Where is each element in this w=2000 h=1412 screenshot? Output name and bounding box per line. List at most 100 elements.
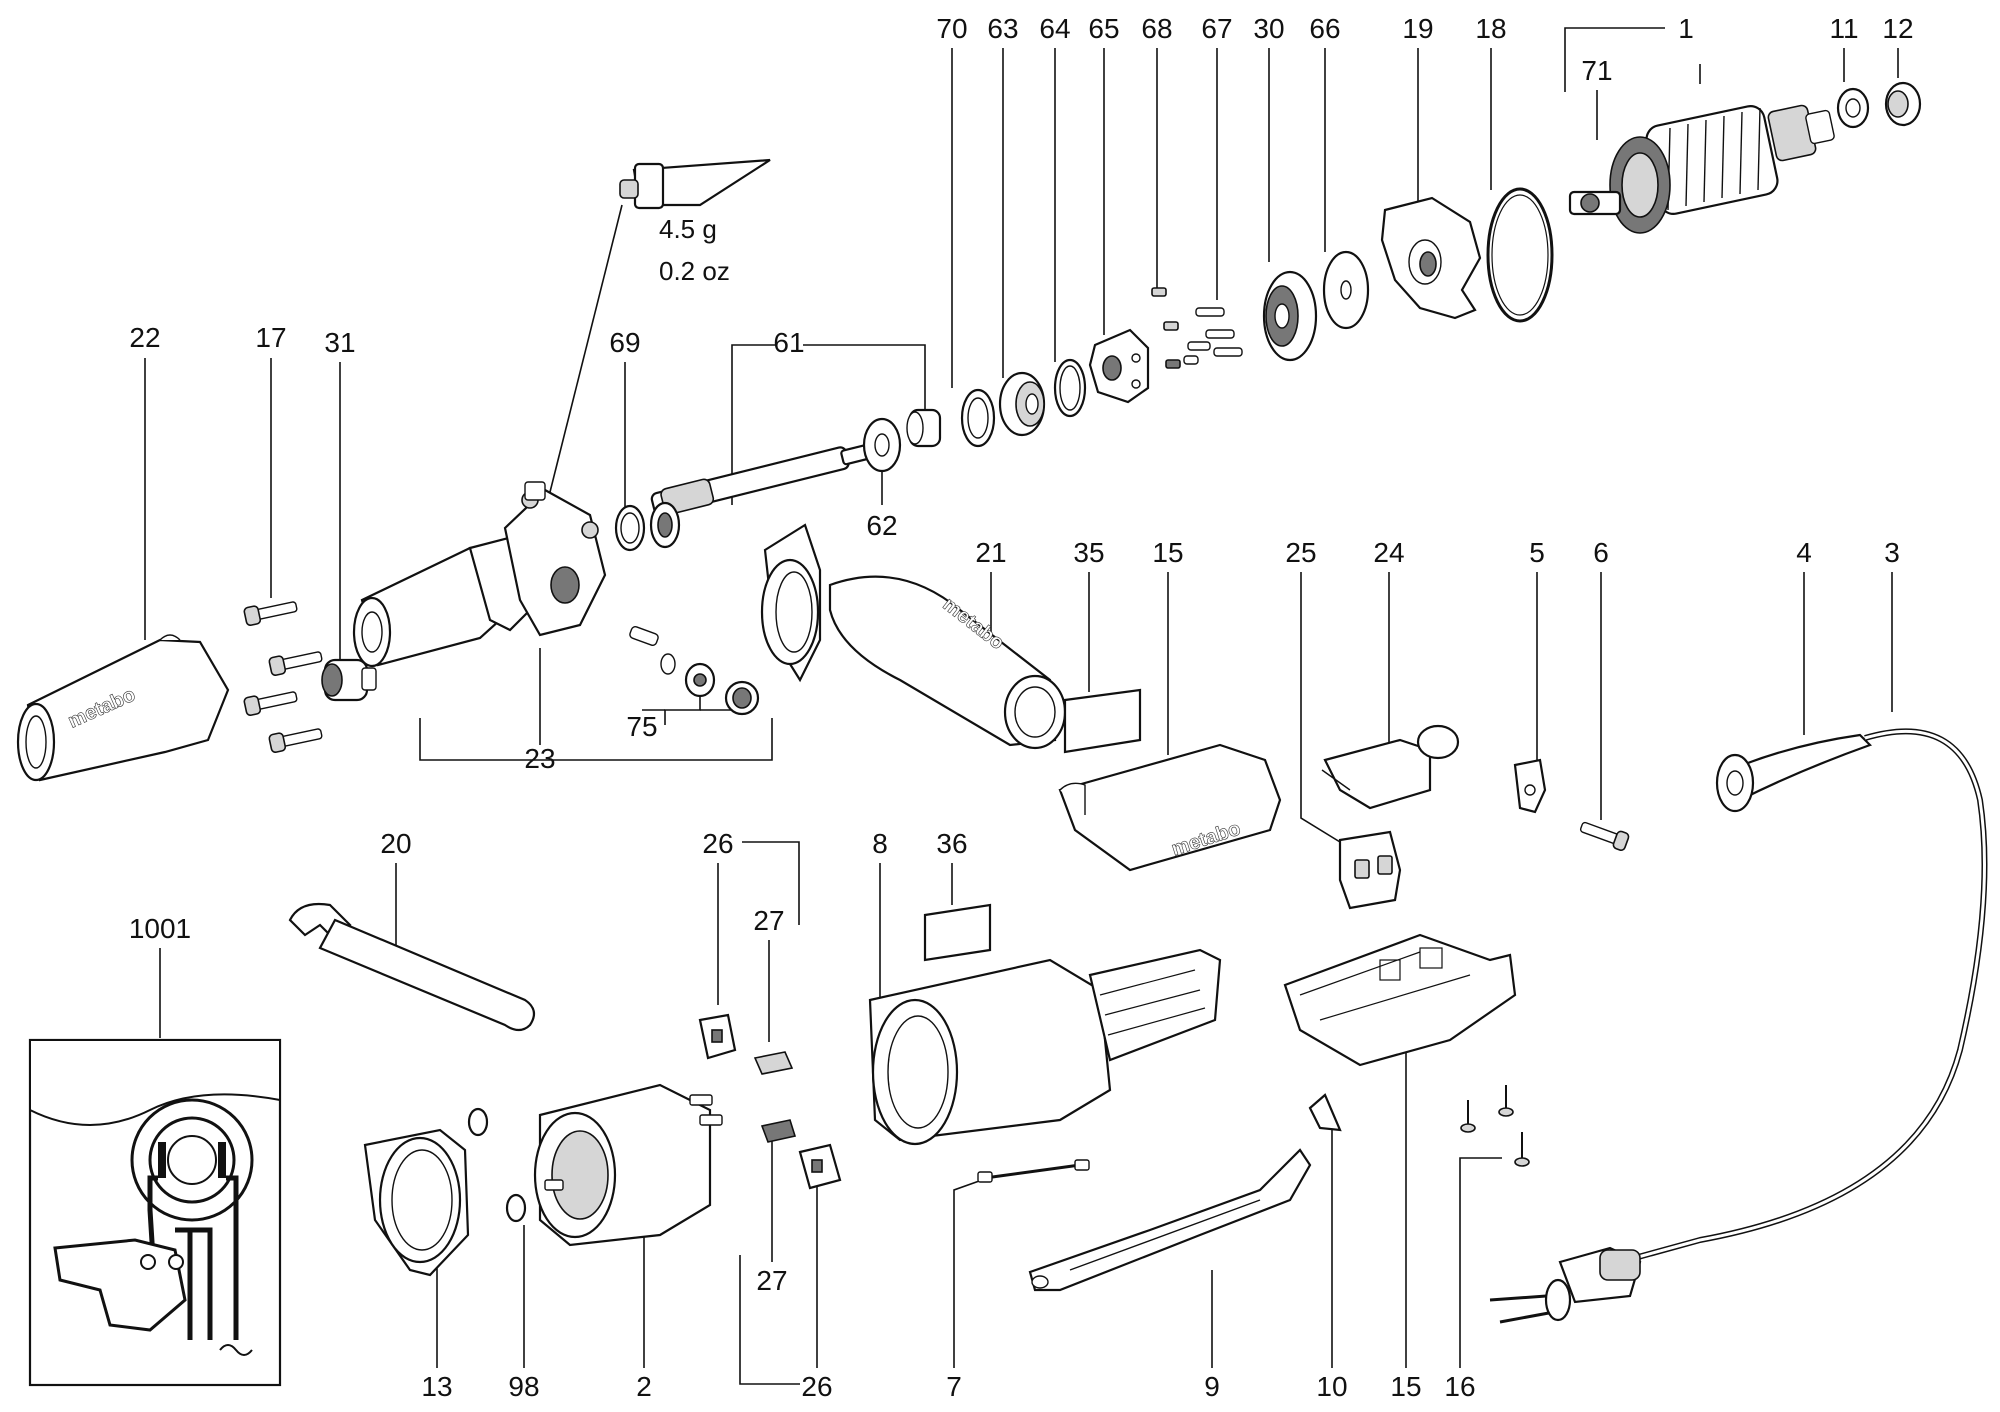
label-part-64: 64 bbox=[1039, 13, 1070, 44]
cap-12 bbox=[1884, 81, 1922, 127]
label-part-63: 63 bbox=[987, 13, 1018, 44]
label-part-6: 6 bbox=[1593, 537, 1609, 568]
suppressor-25 bbox=[1338, 830, 1402, 910]
label-part-19: 19 bbox=[1402, 13, 1433, 44]
power-cable-3 bbox=[1489, 728, 1988, 1324]
label-part-66: 66 bbox=[1309, 13, 1340, 44]
collet-nut-31 bbox=[321, 658, 377, 702]
label-part-71: 71 bbox=[1581, 55, 1612, 86]
handle-shell-15-bottom bbox=[1283, 933, 1517, 1067]
washer-66 bbox=[1322, 250, 1370, 330]
o-ring-18 bbox=[1486, 187, 1554, 323]
label-part-36: 36 bbox=[936, 828, 967, 859]
spindle-61 bbox=[649, 408, 942, 549]
label-sticker-35 bbox=[1063, 688, 1142, 754]
side-handle-21: metabo bbox=[760, 523, 1067, 750]
label-part-61: 61 bbox=[773, 327, 804, 358]
label-part-11: 11 bbox=[1829, 13, 1858, 44]
sleeve-61 bbox=[906, 408, 942, 448]
clamp-5 bbox=[1513, 758, 1547, 814]
label-sticker-36 bbox=[923, 903, 992, 962]
switch-24 bbox=[1321, 724, 1460, 810]
label-part-8: 8 bbox=[872, 828, 888, 859]
screws-17 bbox=[243, 601, 323, 754]
fan-guide-13 bbox=[363, 1128, 470, 1277]
pins-67 bbox=[1183, 307, 1243, 365]
label-part-2: 2 bbox=[636, 1371, 652, 1402]
label-part-4: 4 bbox=[1796, 537, 1812, 568]
label-part-26-bottom: 26 bbox=[801, 1371, 832, 1402]
clip-10 bbox=[1308, 1093, 1342, 1132]
pins-68 bbox=[1151, 287, 1181, 369]
label-part-5: 5 bbox=[1529, 537, 1545, 568]
grease-tube-880 bbox=[619, 158, 771, 210]
label-part-62: 62 bbox=[866, 510, 897, 541]
label-part-27-bottom: 27 bbox=[756, 1265, 787, 1296]
label-part-75: 75 bbox=[626, 711, 657, 742]
label-part-22: 22 bbox=[129, 322, 160, 353]
label-part-13: 13 bbox=[421, 1371, 452, 1402]
grease-weight-metric: 4.5 g bbox=[659, 214, 717, 244]
cable-sleeve-4 bbox=[1715, 733, 1873, 813]
label-part-15-bottom: 15 bbox=[1390, 1371, 1421, 1402]
label-part-20: 20 bbox=[380, 828, 411, 859]
label-part-26-top: 26 bbox=[702, 828, 733, 859]
washer-62 bbox=[862, 417, 902, 473]
label-part-9: 9 bbox=[1204, 1371, 1220, 1402]
leader-lines bbox=[144, 27, 1899, 1385]
label-part-7: 7 bbox=[946, 1371, 962, 1402]
connector-wire-7 bbox=[977, 1159, 1090, 1183]
nose-cap-22: metabo bbox=[16, 634, 230, 782]
label-part-24: 24 bbox=[1373, 537, 1404, 568]
bearing-housing-65 bbox=[1088, 328, 1150, 404]
label-part-27-top: 27 bbox=[753, 905, 784, 936]
wrench-20 bbox=[288, 902, 536, 1032]
label-part-68: 68 bbox=[1141, 13, 1172, 44]
label-part-18: 18 bbox=[1475, 13, 1506, 44]
part-labels: 70 63 64 65 68 67 30 66 19 18 1 11 12 71… bbox=[129, 13, 1914, 1402]
label-part-17: 17 bbox=[255, 322, 286, 353]
gear-housing-23 bbox=[352, 481, 607, 668]
label-part-65: 65 bbox=[1088, 13, 1119, 44]
label-part-12: 12 bbox=[1882, 13, 1913, 44]
label-part-70: 70 bbox=[936, 13, 967, 44]
bearing-plate-19 bbox=[1380, 196, 1482, 320]
gear-30 bbox=[1262, 270, 1318, 362]
label-part-16: 16 bbox=[1444, 1371, 1475, 1402]
label-part-15-top: 15 bbox=[1152, 537, 1183, 568]
ring-70 bbox=[960, 388, 996, 448]
circlip-64 bbox=[1053, 358, 1087, 418]
bearing-11 bbox=[1836, 87, 1870, 129]
label-part-10: 10 bbox=[1316, 1371, 1347, 1402]
label-part-1: 1 bbox=[1678, 13, 1694, 44]
label-part-35: 35 bbox=[1073, 537, 1104, 568]
label-part-25: 25 bbox=[1285, 537, 1316, 568]
carbon-brush-27-top bbox=[753, 1051, 794, 1075]
carbon-brush-27-bottom bbox=[760, 1119, 797, 1143]
small-parts-75 bbox=[629, 626, 760, 716]
bearing-63 bbox=[998, 371, 1046, 437]
label-part-1001: 1001 bbox=[129, 913, 191, 944]
brush-holder-26-top bbox=[698, 1013, 737, 1060]
cover-15-top: metabo bbox=[1058, 743, 1282, 872]
motor-housing-8 bbox=[868, 948, 1222, 1146]
ring-98 bbox=[467, 1107, 527, 1223]
label-part-69: 69 bbox=[609, 327, 640, 358]
armature-1 bbox=[1568, 104, 1835, 234]
label-part-98: 98 bbox=[508, 1371, 539, 1402]
label-part-3: 3 bbox=[1884, 537, 1900, 568]
handle-base-9 bbox=[1028, 1148, 1312, 1292]
brush-holder-26-bottom bbox=[798, 1143, 842, 1190]
label-part-23: 23 bbox=[524, 743, 555, 774]
field-stator-2 bbox=[533, 1083, 723, 1247]
label-part-67: 67 bbox=[1201, 13, 1232, 44]
label-part-21: 21 bbox=[975, 537, 1006, 568]
screws-16 bbox=[1460, 1085, 1530, 1167]
screw-6 bbox=[1579, 821, 1630, 851]
label-part-30: 30 bbox=[1253, 13, 1284, 44]
label-part-31: 31 bbox=[324, 327, 355, 358]
ring-69 bbox=[614, 504, 646, 552]
wiring-schematic-1001 bbox=[28, 1038, 282, 1387]
grease-weight-imperial: 0.2 oz bbox=[659, 256, 730, 286]
